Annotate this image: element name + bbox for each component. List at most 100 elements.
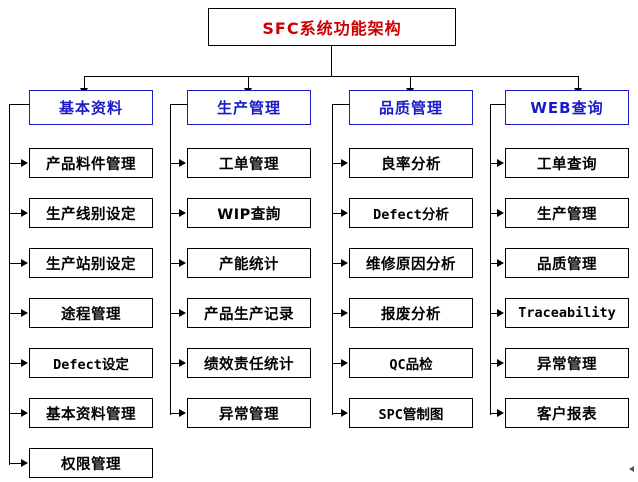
arrow-right-icon-1-2 <box>21 209 28 217</box>
column-header-1[interactable]: 基本资料 <box>29 90 153 125</box>
leaf-box-1-2[interactable]: 生产线别设定 <box>29 198 153 228</box>
leaf-label-3-1: 良率分析 <box>381 156 441 173</box>
leaf-label-2-2: WIP查詢 <box>217 206 281 223</box>
column-3-elbow <box>332 104 350 105</box>
leaf-label-4-4: Traceability <box>518 305 616 321</box>
arrow-right-icon-3-6 <box>341 409 348 417</box>
leaf-box-4-6[interactable]: 客户报表 <box>505 398 629 428</box>
column-2-elbow <box>170 104 188 105</box>
leaf-stub-3-1 <box>332 163 342 164</box>
column-header-4[interactable]: WEB查询 <box>505 90 629 125</box>
leaf-box-3-5[interactable]: QC品检 <box>349 348 473 378</box>
arrow-right-icon-1-6 <box>21 409 28 417</box>
leaf-label-4-3: 品质管理 <box>537 256 597 273</box>
leaf-label-3-4: 报废分析 <box>381 306 441 323</box>
leaf-label-4-1: 工单查询 <box>537 156 597 173</box>
leaf-box-1-3[interactable]: 生产站别设定 <box>29 248 153 278</box>
leaf-box-2-1[interactable]: 工单管理 <box>187 148 311 178</box>
corner-artifact-icon <box>629 466 634 472</box>
column-4-elbow <box>490 104 506 105</box>
leaf-label-2-3: 产能统计 <box>219 256 279 273</box>
arrow-right-icon-1-5 <box>21 359 28 367</box>
leaf-label-1-3: 生产站别设定 <box>46 256 136 273</box>
leaf-stub-1-4 <box>9 313 22 314</box>
leaf-stub-4-5 <box>490 363 498 364</box>
leaf-box-1-7[interactable]: 权限管理 <box>29 448 153 478</box>
arrow-right-icon-3-2 <box>341 209 348 217</box>
leaf-stub-3-4 <box>332 313 342 314</box>
leaf-stub-4-2 <box>490 213 498 214</box>
leaf-box-4-3[interactable]: 品质管理 <box>505 248 629 278</box>
column-header-3[interactable]: 品质管理 <box>349 90 473 125</box>
leaf-label-3-5: QC品检 <box>389 357 433 373</box>
leaf-stub-2-2 <box>170 213 180 214</box>
leaf-label-3-3: 维修原因分析 <box>366 256 456 273</box>
bus-drop-1 <box>84 76 85 90</box>
leaf-label-2-5: 绩效责任统计 <box>204 356 294 373</box>
leaf-box-4-5[interactable]: 异常管理 <box>505 348 629 378</box>
leaf-label-2-4: 产品生产记录 <box>204 306 294 323</box>
arrow-right-icon-4-5 <box>497 359 504 367</box>
arrow-right-icon-3-5 <box>341 359 348 367</box>
leaf-box-3-1[interactable]: 良率分析 <box>349 148 473 178</box>
leaf-box-2-4[interactable]: 产品生产记录 <box>187 298 311 328</box>
column-header-2-label: 生产管理 <box>216 99 281 117</box>
column-header-4-label: WEB查询 <box>530 99 604 117</box>
leaf-label-1-1: 产品料件管理 <box>46 156 136 173</box>
leaf-box-1-1[interactable]: 产品料件管理 <box>29 148 153 178</box>
column-2-trunk <box>170 104 171 415</box>
leaf-label-4-5: 异常管理 <box>537 356 597 373</box>
leaf-stub-2-5 <box>170 363 180 364</box>
leaf-label-2-1: 工单管理 <box>219 156 279 173</box>
leaf-label-1-6: 基本资料管理 <box>46 406 136 423</box>
leaf-box-3-3[interactable]: 维修原因分析 <box>349 248 473 278</box>
column-header-2[interactable]: 生产管理 <box>187 90 311 125</box>
leaf-box-3-4[interactable]: 报废分析 <box>349 298 473 328</box>
bus-drop-4 <box>578 76 579 90</box>
leaf-stub-4-1 <box>490 163 498 164</box>
leaf-box-1-5[interactable]: Defect设定 <box>29 348 153 378</box>
leaf-box-4-1[interactable]: 工单查询 <box>505 148 629 178</box>
leaf-label-1-5: Defect设定 <box>53 357 129 373</box>
arrow-right-icon-3-4 <box>341 309 348 317</box>
leaf-label-3-2: Defect分析 <box>373 207 449 223</box>
arrow-right-icon-4-6 <box>497 409 504 417</box>
arrow-right-icon-4-4 <box>497 309 504 317</box>
leaf-stub-1-7 <box>9 463 22 464</box>
leaf-box-1-6[interactable]: 基本资料管理 <box>29 398 153 428</box>
arrow-right-icon-2-6 <box>179 409 186 417</box>
leaf-stub-1-3 <box>9 263 22 264</box>
arrow-right-icon-1-3 <box>21 259 28 267</box>
leaf-stub-4-6 <box>490 413 498 414</box>
leaf-stub-3-3 <box>332 263 342 264</box>
leaf-stub-2-6 <box>170 413 180 414</box>
arrow-right-icon-2-4 <box>179 309 186 317</box>
leaf-label-4-2: 生产管理 <box>537 206 597 223</box>
leaf-box-4-4[interactable]: Traceability <box>505 298 629 328</box>
leaf-box-2-2[interactable]: WIP查詢 <box>187 198 311 228</box>
arrow-right-icon-2-1 <box>179 159 186 167</box>
bus-drop-3 <box>410 76 411 90</box>
column-header-1-label: 基本资料 <box>58 99 123 117</box>
leaf-stub-3-2 <box>332 213 342 214</box>
leaf-box-3-6[interactable]: SPC管制图 <box>349 398 473 428</box>
leaf-box-2-3[interactable]: 产能统计 <box>187 248 311 278</box>
arrow-right-icon-3-1 <box>341 159 348 167</box>
arrow-right-icon-4-2 <box>497 209 504 217</box>
leaf-box-2-5[interactable]: 绩效责任统计 <box>187 348 311 378</box>
leaf-box-2-6[interactable]: 异常管理 <box>187 398 311 428</box>
diagram-title-text: SFC系统功能架构 <box>262 19 402 38</box>
leaf-label-1-4: 途程管理 <box>61 306 121 323</box>
leaf-box-1-4[interactable]: 途程管理 <box>29 298 153 328</box>
title-stem-line <box>331 46 332 76</box>
leaf-stub-1-1 <box>9 163 22 164</box>
leaf-stub-1-6 <box>9 413 22 414</box>
leaf-label-1-2: 生产线别设定 <box>46 206 136 223</box>
leaf-box-4-2[interactable]: 生产管理 <box>505 198 629 228</box>
leaf-label-3-6: SPC管制图 <box>378 407 444 423</box>
column-4-trunk <box>490 104 491 415</box>
leaf-label-1-7: 权限管理 <box>61 456 121 473</box>
leaf-box-3-2[interactable]: Defect分析 <box>349 198 473 228</box>
arrow-right-icon-2-5 <box>179 359 186 367</box>
